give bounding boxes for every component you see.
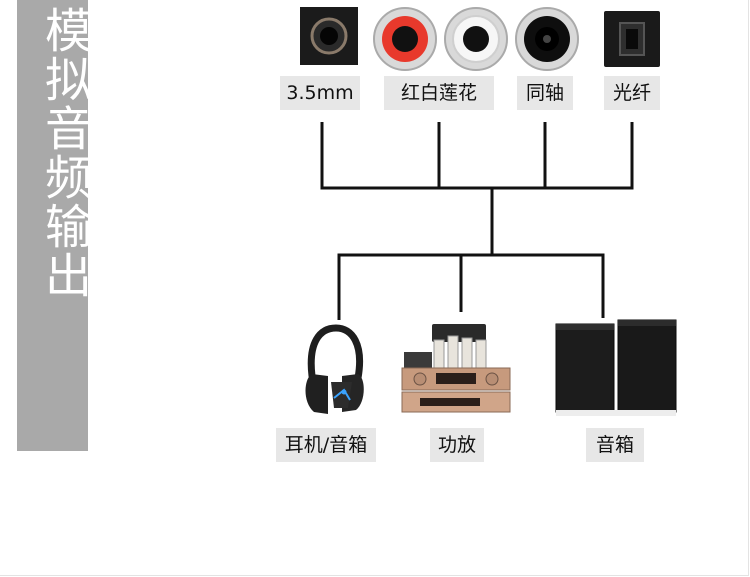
- rca-red-icon: [373, 7, 437, 71]
- input-label-3-5mm: 3.5mm: [280, 76, 360, 110]
- 3-5mm-jack-icon: [300, 7, 358, 65]
- speakers-icon: [555, 319, 677, 416]
- amplifier-icon: [401, 324, 511, 413]
- input-label-optical: 光纤: [604, 76, 660, 110]
- side-banner: 模拟音频输出: [17, 0, 91, 451]
- output-label-speakers: 音箱: [586, 428, 644, 462]
- output-label-amplifier: 功放: [430, 428, 484, 462]
- input-label-rca: 红白莲花: [384, 76, 494, 110]
- optical-icon: [604, 11, 660, 67]
- connection-lines: [320, 122, 634, 320]
- input-label-coaxial: 同轴: [517, 76, 573, 110]
- coaxial-icon: [515, 7, 579, 71]
- output-label-headphone: 耳机/音箱: [276, 428, 376, 462]
- headphone-icon: [305, 324, 364, 414]
- side-title: 模拟音频输出: [36, 6, 91, 300]
- rca-white-icon: [444, 7, 508, 71]
